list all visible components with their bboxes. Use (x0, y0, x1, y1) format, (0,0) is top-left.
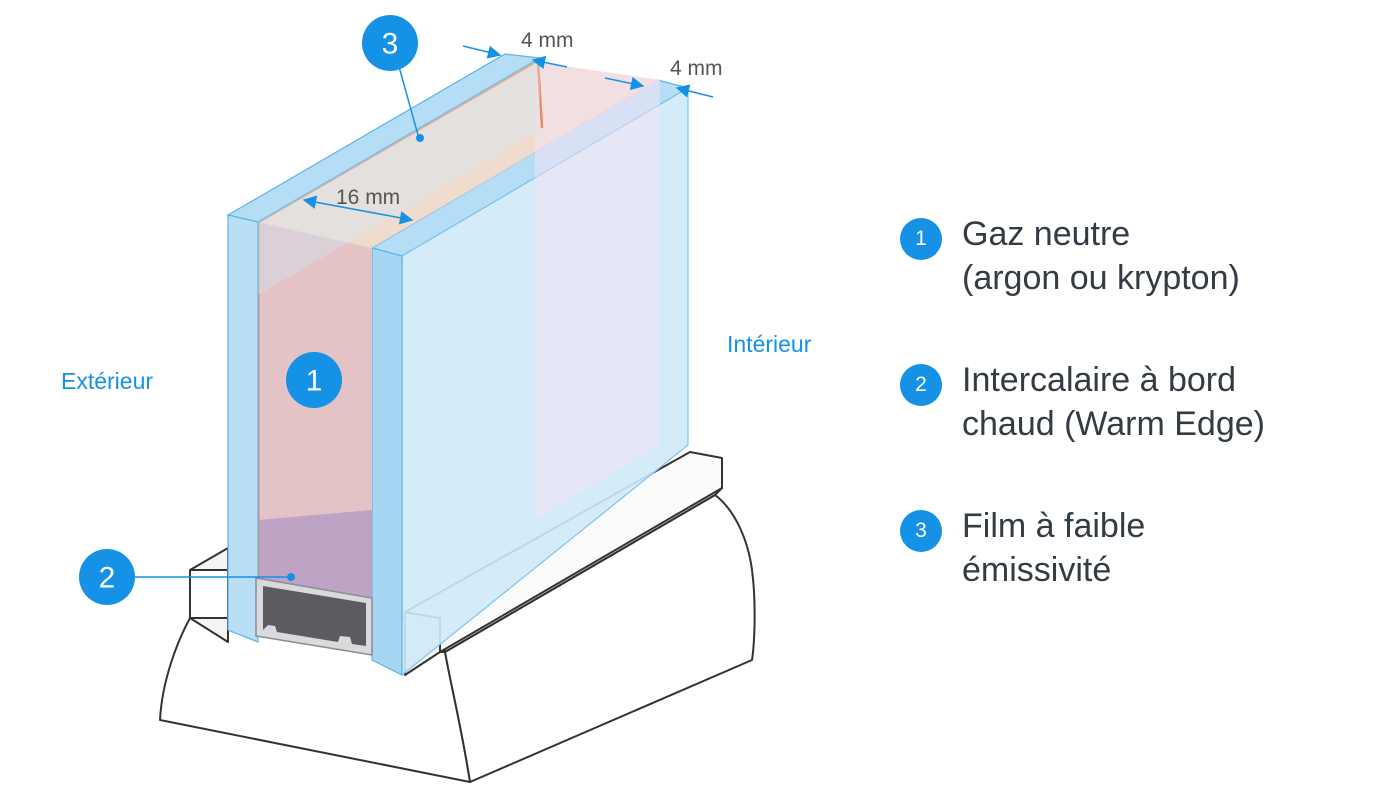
callout-film-badge: 3 (362, 15, 418, 71)
outer-glass-thickness-label: 4 mm (521, 29, 574, 52)
spacer-leader-dot (287, 573, 295, 581)
callout-gas-badge: 1 (286, 352, 342, 408)
legend-badge: 2 (900, 364, 942, 406)
dimension-arrows (302, 45, 714, 225)
legend-badge: 3 (900, 510, 942, 552)
warm-edge-spacer (255, 577, 373, 656)
legend-label: Gaz neutre (argon ou krypton) (962, 212, 1240, 300)
outer-glass-pane (226, 53, 542, 643)
svg-text:2: 2 (99, 562, 116, 595)
legend-line: (argon ou krypton) (962, 259, 1240, 297)
legend-line: Intercalaire à bord (962, 361, 1237, 399)
interior-label: Intérieur (727, 331, 812, 357)
svg-text:1: 1 (306, 365, 323, 398)
legend-line: Gaz neutre (962, 215, 1131, 253)
callout-leaders (132, 62, 419, 578)
svg-text:3: 3 (382, 28, 399, 61)
inner-glass-thickness-label: 4 mm (670, 57, 723, 80)
gap-width-label: 16 mm (336, 186, 400, 209)
legend-line: émissivité (962, 551, 1112, 589)
legend-label: Film à faible émissivité (962, 504, 1145, 592)
legend-label: Intercalaire à bord chaud (Warm Edge) (962, 358, 1265, 446)
exterior-label: Extérieur (61, 368, 153, 394)
legend-badge: 1 (900, 218, 942, 260)
callout-spacer-badge: 2 (79, 549, 135, 605)
low-e-film-back (536, 61, 544, 129)
legend-line: chaud (Warm Edge) (962, 405, 1265, 443)
legend-line: Film à faible (962, 507, 1146, 545)
film-leader-dot (416, 134, 424, 142)
